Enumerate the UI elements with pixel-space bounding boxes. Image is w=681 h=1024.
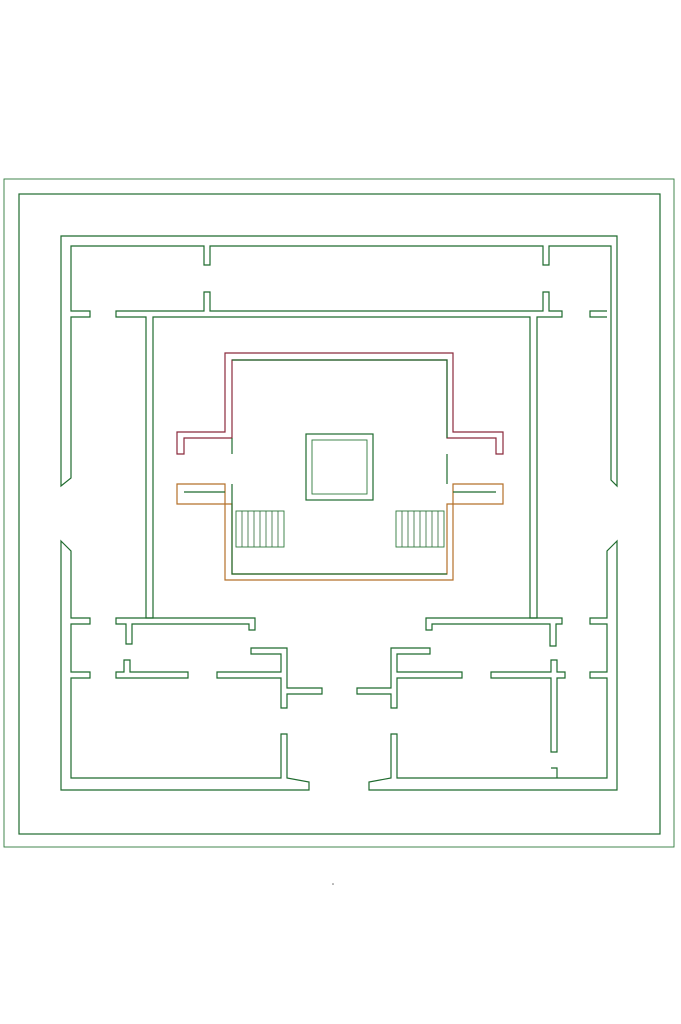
outer-wall [18,193,661,835]
enclosure-top-wall [60,235,618,488]
right-bottom-stub [551,767,558,778]
pavilion-outer-wall [176,352,504,455]
pavilion-inner-wall [184,359,496,575]
central-pavilion [176,352,504,581]
east-staircase [395,510,445,548]
left-room-partition [115,659,189,679]
outer-boundary-line [3,178,675,848]
courtyard-top-wall [115,291,563,619]
courtyard-lower-left-wall [115,617,256,645]
left-inner-partition [216,647,323,709]
west-staircase [235,510,285,548]
central-platform-outer [305,433,374,501]
enclosure-wall [60,235,618,791]
pavilion-west-wing [176,483,504,581]
courtyard-lower-right-wall [425,617,563,647]
stray-dot [332,883,334,885]
right-inner-partition [356,647,463,709]
right-room-partition [490,659,566,753]
enclosure-left-lower-wall [60,539,310,791]
enclosure-right-upper-stub [589,310,607,318]
outer-boundary [3,178,675,848]
central-platform-inner [311,439,368,495]
courtyard-wall [115,291,566,778]
enclosure-right-lower-wall [368,539,618,791]
